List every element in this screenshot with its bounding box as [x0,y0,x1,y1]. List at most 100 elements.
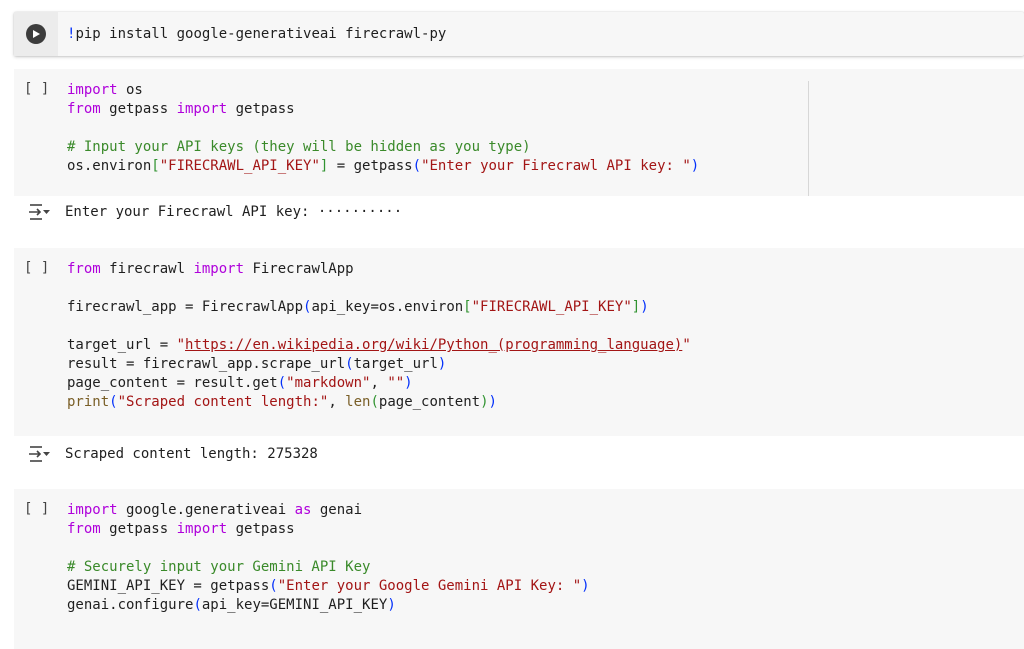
code-token: ) [690,158,700,174]
code-token: genai [311,502,363,518]
code-token: ( [370,394,379,410]
code-token: from [67,261,101,277]
code-token: pip install google-generativeai firecraw… [75,26,447,42]
code-token: from [67,521,101,537]
code-editor[interactable]: !pip install google-generativeai firecra… [67,25,446,44]
code-token: getpass [100,521,177,537]
run-cell-button[interactable]: [ ] [24,260,50,276]
output-text: Enter your Firecrawl API key: ·········· [65,204,403,220]
code-token: ( [412,158,422,174]
line-length-ruler [808,81,809,196]
code-token: "FIRECRAWL_API_KEY" [159,158,320,174]
code-line[interactable] [67,539,590,558]
code-token: ) [581,578,590,594]
code-token: firecrawl [100,261,194,277]
code-line[interactable]: from getpass import getpass [67,520,590,539]
code-token: # Input your API keys (they will be hidd… [67,139,531,155]
code-token: ( [193,597,202,613]
code-cell-firecrawl-scrape[interactable]: [ ] from firecrawl import FirecrawlApp f… [14,248,1024,436]
code-token: result = firecrawl_app.scrape_url [67,356,346,372]
code-token: "FIRECRAWL_API_KEY" [471,299,632,315]
code-token: ) [480,394,489,410]
output-collapse-icon[interactable] [28,203,52,221]
code-token: "markdown" [286,375,371,391]
run-cell-button[interactable]: [ ] [24,501,50,517]
code-token: ( [277,375,287,391]
code-token: "Scraped content length:" [117,394,329,410]
code-line[interactable]: page_content = result.get("markdown", ""… [67,374,691,393]
code-token: target_url = [67,337,177,353]
code-line[interactable]: print("Scraped content length:", len(pag… [67,393,691,412]
code-line[interactable]: GEMINI_API_KEY = getpass("Enter your Goo… [67,577,590,596]
code-token: print [67,394,110,410]
code-token: google.generativeai [117,502,295,518]
run-cell-button[interactable] [26,24,46,44]
code-token: target_url [353,356,438,372]
code-token: ) [404,375,413,391]
code-token: = getpass [328,158,413,174]
code-token: as [294,502,312,518]
code-token: ) [640,299,649,315]
code-link[interactable]: https://en.wikipedia.org/wiki/Python_(pr… [185,337,683,353]
code-token: [ [463,299,472,315]
code-token: "Enter your Firecrawl API key: " [421,158,691,174]
output-collapse-icon[interactable] [28,445,52,463]
code-token: ) [437,356,447,372]
code-line[interactable]: firecrawl_app = FirecrawlApp(api_key=os.… [67,298,691,317]
code-line[interactable]: # Input your API keys (they will be hidd… [67,138,699,157]
cell-output: Enter your Firecrawl API key: ·········· [14,203,1024,233]
code-line[interactable]: !pip install google-generativeai firecra… [67,25,446,44]
code-line[interactable]: # Securely input your Gemini API Key [67,558,590,577]
code-token: "" [387,375,405,391]
code-token: FirecrawlApp [244,261,354,277]
code-line[interactable]: target_url = "https://en.wikipedia.org/w… [67,336,691,355]
code-line[interactable]: from firecrawl import FirecrawlApp [67,260,691,279]
code-token: " [682,337,691,353]
code-token: , [370,375,388,391]
code-token: page_content [378,394,481,410]
code-token: from [67,101,101,117]
code-cell-pip-install[interactable]: !pip install google-generativeai firecra… [14,12,1024,56]
code-token: os.environ [67,158,152,174]
code-line[interactable]: import os [67,81,699,100]
code-token: ] [319,158,329,174]
run-cell-button[interactable]: [ ] [24,81,50,97]
code-line[interactable]: result = firecrawl_app.scrape_url(target… [67,355,691,374]
code-token: ( [109,394,118,410]
code-token: getpass [227,521,295,537]
code-token: , [328,394,346,410]
code-token: genai.configure [67,597,194,613]
code-token: len [345,394,371,410]
code-token: os [117,82,143,98]
code-token: api_key=os.environ [311,299,464,315]
code-token: getpass [100,101,177,117]
code-token: api_key=GEMINI_API_KEY [201,597,388,613]
code-token: " [176,337,186,353]
code-token: ( [269,578,278,594]
code-line[interactable]: from getpass import getpass [67,100,699,119]
code-token: firecrawl_app = FirecrawlApp [67,299,304,315]
code-line[interactable]: genai.configure(api_key=GEMINI_API_KEY) [67,596,590,615]
code-editor[interactable]: from firecrawl import FirecrawlApp firec… [67,260,691,412]
code-token: import [67,82,118,98]
code-token: ( [345,356,354,372]
code-token: import [193,261,245,277]
output-text: Scraped content length: 275328 [65,446,318,462]
play-icon [33,30,40,38]
cell-output: Scraped content length: 275328 [14,445,1024,475]
code-token: import [176,521,228,537]
code-token: ) [387,597,396,613]
code-token: import [176,101,228,117]
code-line[interactable]: os.environ["FIRECRAWL_API_KEY"] = getpas… [67,157,699,176]
code-token: getpass [227,101,295,117]
code-line[interactable] [67,317,691,336]
code-line[interactable] [67,279,691,298]
code-token: ) [488,394,497,410]
code-line[interactable] [67,119,699,138]
code-token: ] [631,299,641,315]
code-line[interactable]: import google.generativeai as genai [67,501,590,520]
